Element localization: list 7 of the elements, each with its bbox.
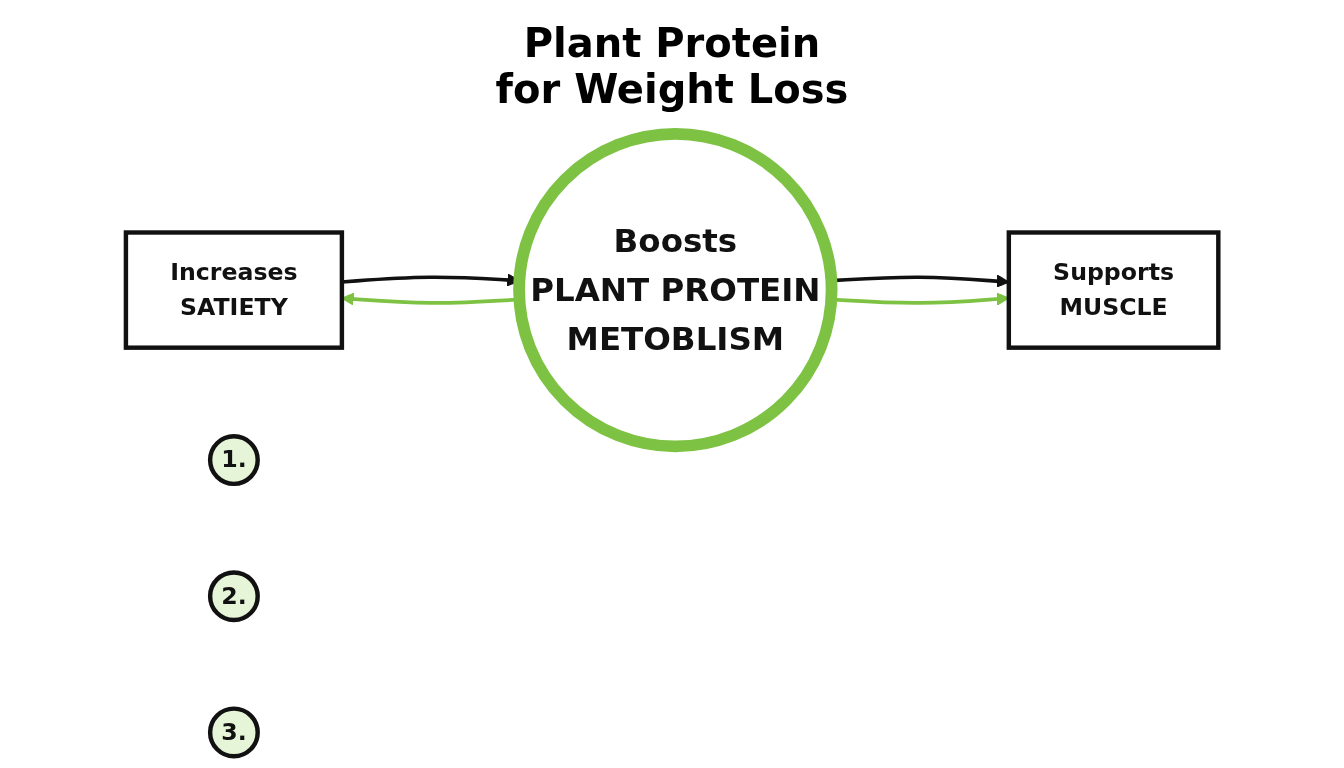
node-circle: Boosts PLANT PROTEIN METOBLISM: [513, 127, 838, 453]
title: Plant Protein for Weight Loss: [494, 20, 850, 112]
node-box: Supports MUSCLE: [1006, 230, 1221, 350]
node-box: Increases SATIETY: [123, 230, 344, 350]
node-circle: 2.: [207, 570, 260, 623]
node-circle: 1.: [207, 434, 260, 487]
node-circle: 3.: [207, 706, 260, 759]
